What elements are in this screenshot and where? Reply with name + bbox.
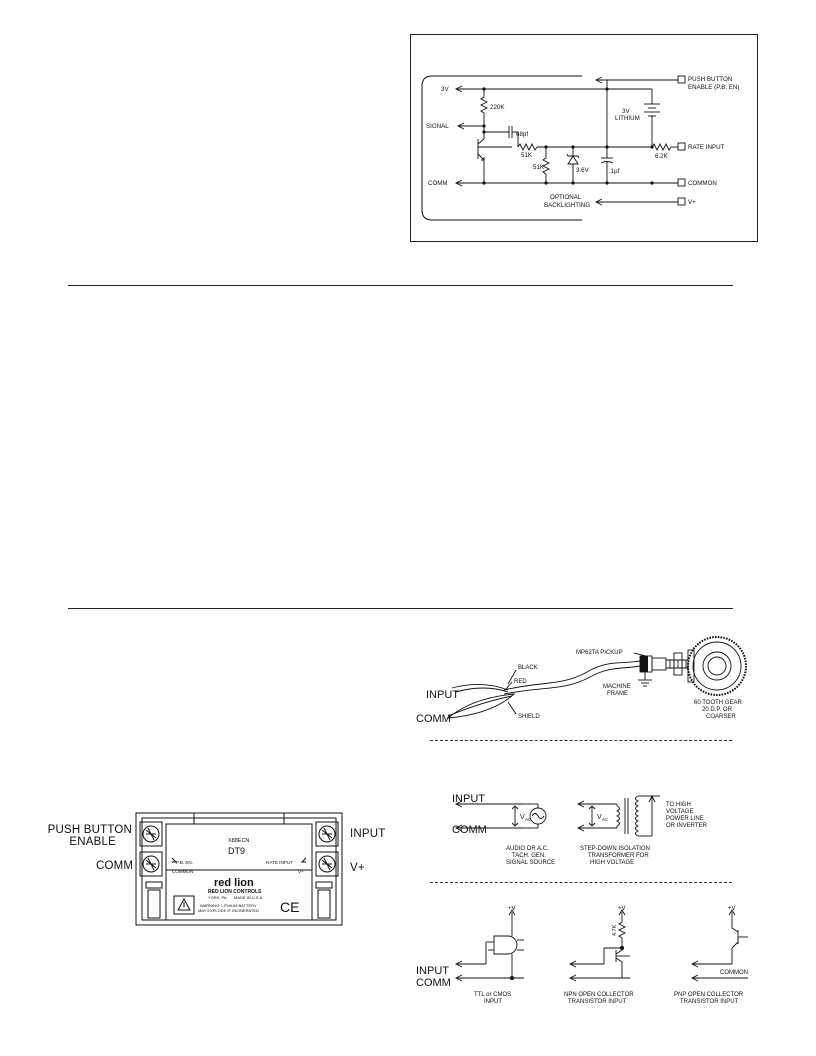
unit-part-no: X88ECN	[228, 838, 249, 844]
ac-source-2: TACH. GEN.	[512, 853, 546, 859]
ac-vac-1: V	[520, 814, 525, 821]
label-cap: .1µf	[609, 168, 620, 175]
push-button-line1: PUSH BUTTON	[47, 824, 132, 836]
vplus-label-ttl: +V	[508, 906, 516, 912]
ttl-caption-1: TTL or CMOS	[474, 992, 511, 998]
ac-xfmr-2: TRANSFORMER FOR	[588, 853, 649, 859]
divider-top	[68, 285, 733, 286]
unit-pb-en: P.B. EN.	[176, 860, 193, 865]
ac-input-label: INPUT	[452, 793, 485, 805]
ac-vac-2: V	[597, 814, 602, 821]
pnp-common-label: COMMON	[720, 970, 748, 976]
transistor-input-diagram: +V +V +V 4.7K COMMON INPUT COMM TTL or C…	[416, 906, 748, 1005]
label-common: COMMON	[688, 180, 717, 187]
ac-source-3: SIGNAL SOURCE	[506, 860, 555, 866]
pickup-frame-2: FRAME	[607, 691, 628, 697]
pickup-input-label: INPUT	[426, 689, 459, 701]
label-zener: 3.6V	[576, 167, 590, 174]
input-circuit-schematic: 3V SIGNAL COMM 220K 68pf 51K 51K 3.6V .1…	[421, 75, 739, 221]
label-battery-lithium: LITHIUM	[615, 115, 640, 122]
label-pb-en-2: ENABLE (P.B. EN)	[688, 84, 739, 91]
ac-hv-3: POWER LINE	[666, 816, 704, 822]
dashed-separator-2	[430, 882, 732, 883]
ac-hv-4: OR INVERTER	[666, 823, 708, 829]
vplus-label-npn: +V	[618, 906, 626, 912]
npn-caption-2: TRANSISTOR INPUT	[568, 999, 627, 1005]
label-optional: OPTIONAL	[550, 194, 582, 201]
ac-xfmr-1: STEP-DOWN ISOLATION	[580, 846, 650, 852]
ac-vac-2-sub: AC	[602, 817, 609, 822]
ac-source-1: AUDIO OR A.C.	[506, 846, 549, 852]
pickup-label-shield: SHIELD	[518, 714, 540, 720]
pickup-model: MP62TA PICKUP	[576, 650, 623, 656]
label-vplus: V+	[688, 199, 696, 206]
npn-resistor-label: 4.7K	[612, 924, 618, 936]
push-button-line2: ENABLE	[69, 836, 116, 848]
transistor-comm-label: COMM	[416, 977, 451, 989]
ac-hv-1: TO HIGH	[666, 802, 691, 808]
npn-caption-1: NPN OPEN COLLECTOR	[564, 992, 634, 998]
unit-rate-input: RATE INPUT	[266, 860, 293, 865]
unit-label-comm: COMM	[96, 860, 134, 872]
unit-brand-logo: red lion	[214, 877, 254, 889]
unit-label-vplus: V+	[350, 862, 365, 874]
pickup-comm-label: COMM	[416, 713, 451, 725]
ac-hv-2: VOLTAGE	[666, 809, 693, 815]
unit-label-input: INPUT	[350, 828, 386, 840]
pnp-caption-1: PNP OPEN COLLECTOR	[674, 992, 744, 998]
transistor-input-label: INPUT	[416, 965, 449, 977]
unit-location-1: YORK, PA.	[208, 895, 228, 900]
label-battery-3v: 3V	[622, 108, 630, 115]
label-backlighting: BACKLIGHTING	[544, 202, 590, 209]
unit-warning-2: MAY EXPLODE IF INCINERATED	[198, 908, 259, 913]
ac-input-diagram: INPUT COMM V AC V AC AUDIO OR A.C. TACH.…	[452, 793, 708, 866]
label-51k-series: 51K	[521, 152, 533, 159]
divider-bottom	[68, 608, 733, 609]
schematic-frame	[410, 34, 758, 242]
unit-label-push-button: PUSH BUTTON ENABLE	[42, 824, 132, 848]
unit-warning-1: WARNING: LITHIUM BATTERY	[200, 903, 257, 908]
label-pb-en-1: PUSH BUTTON	[688, 76, 732, 83]
unit-model: DT9	[228, 846, 245, 856]
label-rate-input: RATE INPUT	[688, 144, 725, 151]
label-68pf: 68pf	[516, 131, 528, 138]
pickup-frame-1: MACHINE	[603, 684, 631, 690]
vplus-label-pnp: +V	[728, 906, 736, 912]
label-6-2k: 6.2K	[655, 153, 669, 160]
ttl-caption-2: INPUT	[484, 999, 502, 1005]
unit-ce-mark: CE	[280, 899, 299, 915]
label-3v: 3V	[441, 86, 449, 93]
label-220k: 220K	[490, 104, 505, 111]
unit-company: RED LION CONTROLS	[208, 889, 262, 895]
ac-vac-1-sub: AC	[525, 817, 532, 822]
unit-location-2: MADE IN U.S.A.	[234, 895, 263, 900]
pickup-gear-3: COARSER	[706, 714, 736, 720]
label-51k-shunt: 51K	[533, 164, 545, 171]
pickup-label-black: BLACK	[518, 665, 538, 671]
pnp-caption-2: TRANSISTOR INPUT	[680, 999, 739, 1005]
pickup-label-red: RED	[514, 679, 527, 685]
unit-common: COMMON	[172, 869, 193, 874]
magnetic-pickup-diagram: BLACK RED SHIELD MP62TA PICKUP MACHINE F…	[416, 636, 747, 725]
label-comm: COMM	[428, 180, 448, 187]
unit-vplus: V+	[298, 869, 304, 874]
ac-xfmr-3: HIGH VOLTAGE	[590, 860, 634, 866]
pickup-gear-1: 60 TOOTH GEAR	[694, 700, 742, 706]
pickup-gear-2: 20 D.P. OR	[702, 707, 733, 713]
ac-comm-label: COMM	[452, 824, 487, 836]
dashed-separator-1	[430, 740, 732, 741]
label-signal: SIGNAL	[426, 123, 449, 130]
unit-terminal-diagram: X88ECN DT9 P.B. EN. COMMON RATE INPUT V+…	[135, 812, 343, 926]
